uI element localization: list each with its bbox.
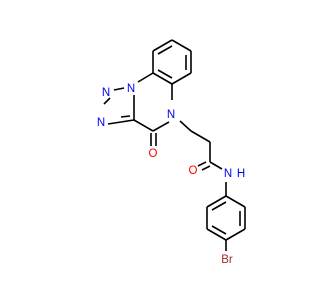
bond bbox=[171, 39, 192, 52]
acetamide-chain bbox=[179, 120, 227, 196]
bond bbox=[171, 72, 192, 85]
benzene-ring-top bbox=[152, 39, 192, 85]
double-bond bbox=[120, 119, 135, 123]
pyrazinone-ring bbox=[133, 72, 173, 146]
bond bbox=[179, 120, 192, 132]
bond bbox=[201, 165, 211, 171]
triazole-ring bbox=[103, 87, 135, 125]
ring-nitrogen-3-label: N bbox=[97, 117, 105, 129]
bond bbox=[103, 97, 111, 105]
bond bbox=[152, 72, 173, 85]
ring-nitrogen-2-label: N bbox=[102, 87, 110, 99]
bond bbox=[113, 87, 125, 91]
bond bbox=[152, 121, 170, 132]
amide-oxygen-label: O bbox=[189, 165, 198, 177]
double-bond-inner bbox=[157, 45, 173, 55]
double-bond-inner bbox=[120, 115, 131, 118]
bond bbox=[225, 228, 246, 241]
bond bbox=[137, 72, 154, 83]
bond bbox=[206, 195, 227, 208]
amide-nitrogen-label: N bbox=[224, 168, 232, 180]
structure-canvas: N N N N O O N H Br bbox=[96, 39, 246, 266]
amide-hydrogen-label: H bbox=[237, 168, 245, 180]
bond bbox=[225, 195, 246, 208]
bond bbox=[209, 161, 223, 170]
bond bbox=[152, 39, 173, 52]
bromophenyl-ring bbox=[206, 195, 246, 251]
bromine-label: Br bbox=[221, 254, 233, 266]
ring-nitrogen-1-label: N bbox=[127, 83, 135, 95]
double-bond-inner bbox=[157, 69, 173, 79]
molecule-diagram: N N N N O O N H Br bbox=[97, 39, 246, 266]
bond bbox=[206, 228, 227, 241]
bond bbox=[197, 161, 207, 167]
bond bbox=[190, 130, 211, 143]
bond bbox=[133, 119, 154, 132]
ketone-oxygen-label: O bbox=[149, 148, 158, 160]
ring-nitrogen-4-label: N bbox=[167, 109, 175, 121]
double-bond-inner bbox=[211, 201, 227, 211]
bond bbox=[107, 121, 122, 125]
double-bond-inner bbox=[211, 225, 227, 235]
atom-labels: N N N N O O N H Br bbox=[97, 83, 245, 266]
